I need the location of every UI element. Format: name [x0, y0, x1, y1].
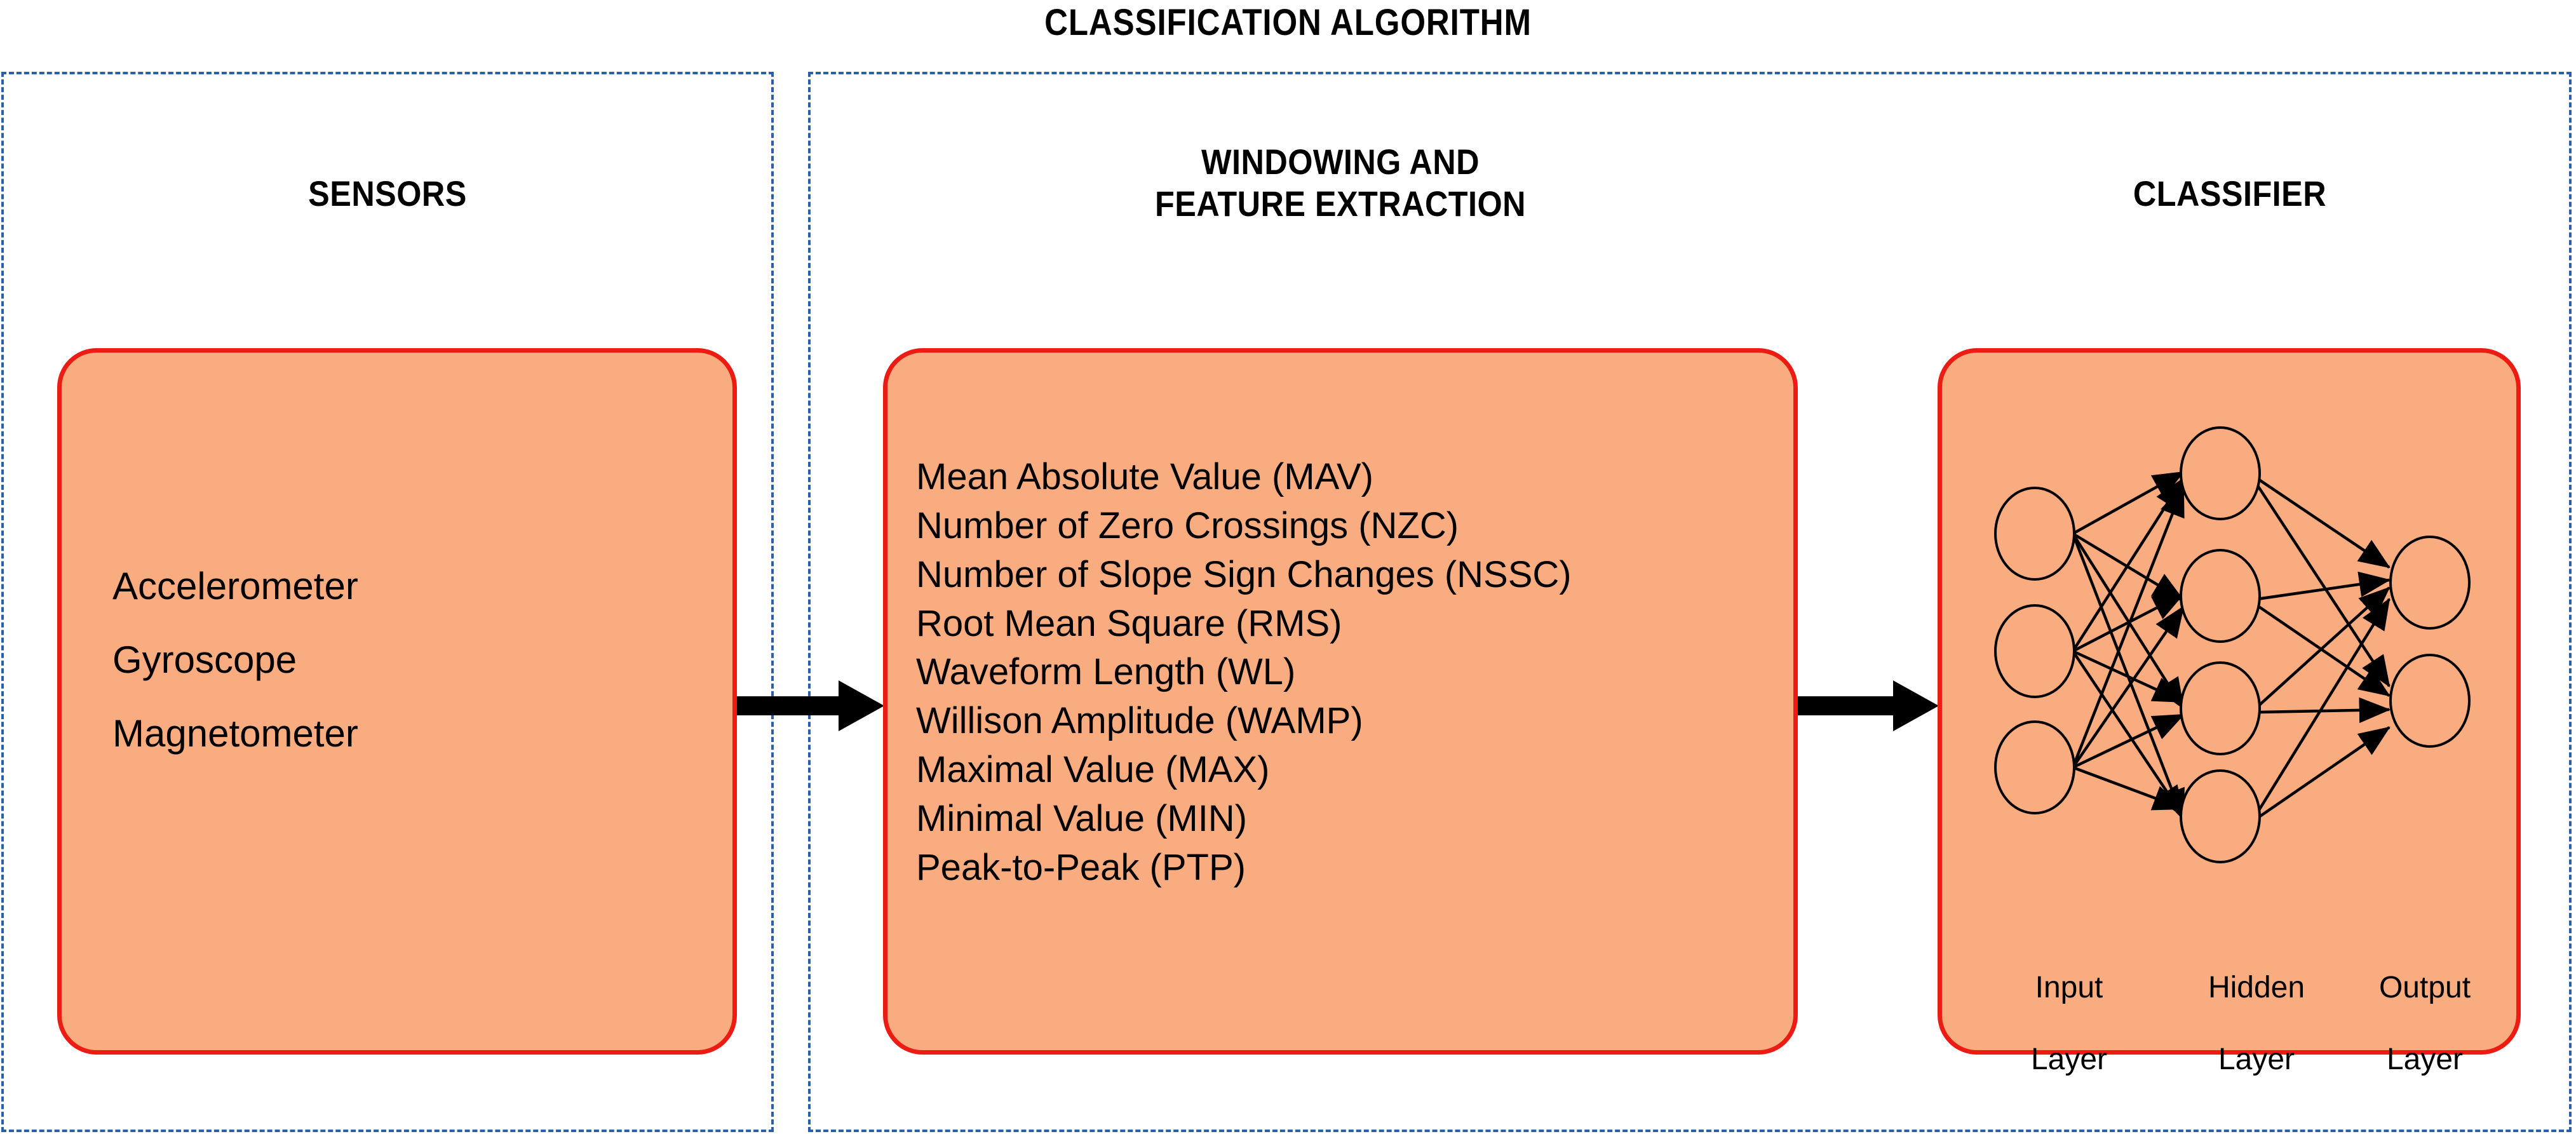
list-item: Magnetometer: [112, 712, 358, 755]
feature-extraction-heading-line1: WINDOWING AND: [1201, 142, 1480, 182]
feature-extraction-heading: WINDOWING AND FEATURE EXTRACTION: [929, 141, 1752, 225]
input-node: [1994, 604, 2075, 698]
sensors-stage-container: [1, 72, 774, 1132]
sensor-list: Accelerometer Gyroscope Magnetometer: [112, 550, 703, 770]
list-item: Accelerometer: [112, 565, 358, 607]
list-item: Minimal Value (MIN): [916, 797, 1248, 839]
input-node: [1994, 487, 2075, 581]
input-layer-label-line1: Input: [2035, 970, 2103, 1004]
list-item: Maximal Value (MAX): [916, 749, 1270, 791]
hidden-node: [2180, 549, 2261, 643]
hidden-layer-label: Hidden Layer: [2168, 934, 2345, 1114]
list-item: Number of Slope Sign Changes (NSSC): [916, 553, 1572, 595]
list-item: Gyroscope: [112, 638, 297, 681]
hidden-layer-label-line2: Layer: [2218, 1042, 2295, 1076]
list-item: Root Mean Square (RMS): [916, 602, 1342, 644]
page-title: CLASSIFICATION ALGORITHM: [1044, 2, 1532, 43]
list-item: Peak-to-Peak (PTP): [916, 846, 1246, 888]
arrow-features-to-classifier-icon: [1798, 675, 1939, 736]
output-layer-label-line1: Output: [2378, 970, 2471, 1004]
list-item: Waveform Length (WL): [916, 651, 1296, 693]
input-layer-label: Input Layer: [1986, 934, 2152, 1114]
sensors-heading: SENSORS: [308, 173, 467, 213]
hidden-node: [2180, 426, 2261, 520]
feature-extraction-panel: Mean Absolute Value (MAV) Number of Zero…: [883, 348, 1798, 1055]
sensors-panel: Accelerometer Gyroscope Magnetometer: [57, 348, 737, 1055]
classifier-panel: Input Layer Hidden Layer Output Layer: [1938, 348, 2521, 1076]
feature-list: Mean Absolute Value (MAV) Number of Zero…: [916, 453, 1786, 893]
hidden-node: [2180, 661, 2261, 755]
classifier-heading: CLASSIFIER: [2133, 173, 2327, 213]
list-item: Mean Absolute Value (MAV): [916, 456, 1373, 497]
output-layer-label: Output Layer: [2342, 934, 2507, 1114]
input-layer-label-line2: Layer: [2030, 1042, 2108, 1076]
hidden-layer-label-line1: Hidden: [2208, 970, 2305, 1004]
output-layer-label-line2: Layer: [2386, 1042, 2464, 1076]
list-item: Number of Zero Crossings (NZC): [916, 504, 1459, 546]
neural-network-diagram: [1960, 397, 2507, 931]
classification-algorithm-container: [808, 72, 2572, 1132]
arrow-sensors-to-features-icon: [737, 675, 884, 736]
output-node: [2389, 654, 2471, 748]
hidden-node: [2180, 769, 2261, 863]
input-node: [1994, 720, 2075, 814]
list-item: Willison Amplitude (WAMP): [916, 700, 1363, 742]
feature-extraction-heading-line2: FEATURE EXTRACTION: [1155, 184, 1526, 224]
output-node: [2389, 536, 2471, 630]
